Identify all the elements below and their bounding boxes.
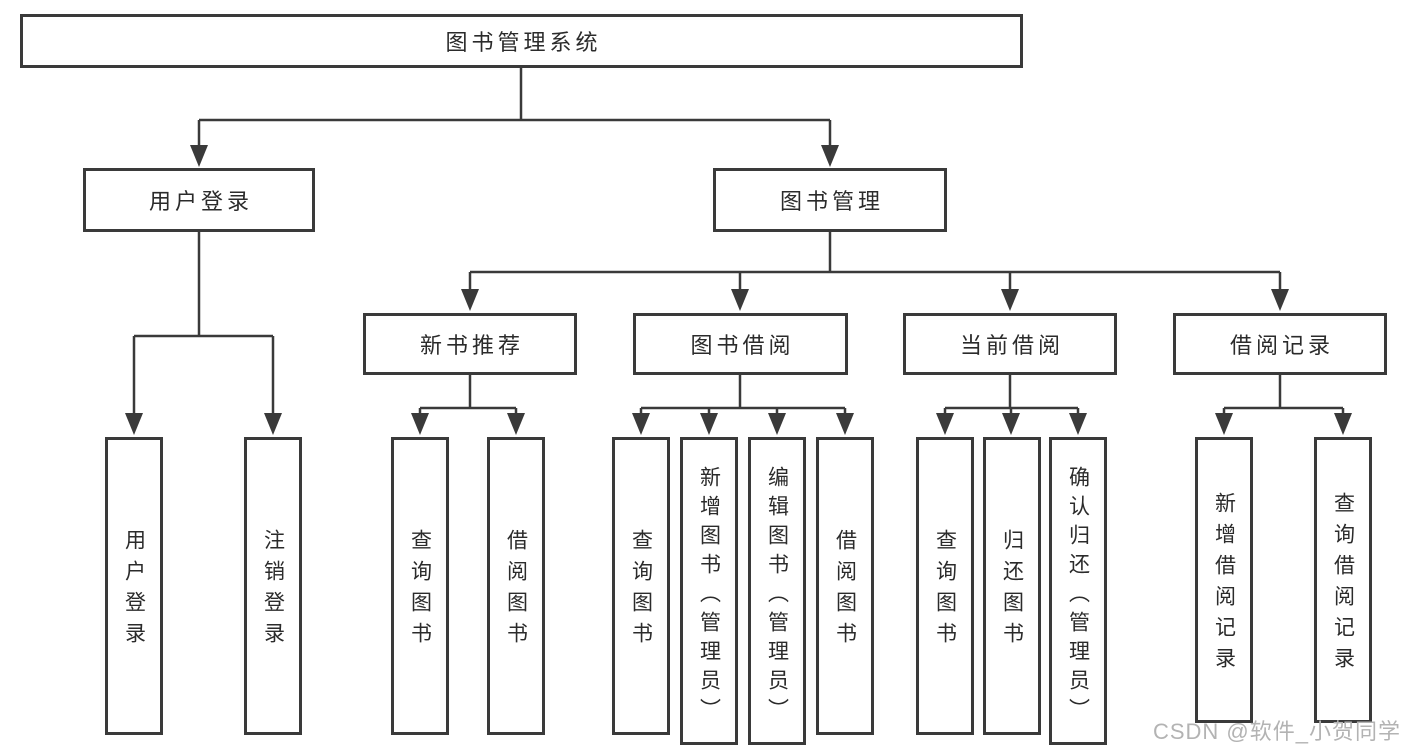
connectors-book-mgmt-branch <box>461 232 1289 311</box>
arrowhead-icon <box>936 413 954 435</box>
arrowhead-icon <box>461 289 479 311</box>
node-current-borrowing: 当前借阅 <box>903 313 1117 375</box>
connectors-new-book-rec-branch <box>411 375 525 435</box>
arrowhead-icon <box>731 289 749 311</box>
arrowhead-icon <box>1215 413 1233 435</box>
connectors-root-branch <box>190 68 839 167</box>
leaf-bb-edit-books-admin: 编辑图书（管理员） <box>748 437 806 745</box>
leaf-logout: 注销登录 <box>244 437 302 735</box>
arrowhead-icon <box>768 413 786 435</box>
leaf-bb-query-books: 查询图书 <box>612 437 670 735</box>
leaf-cb-confirm-return-admin: 确认归还（管理员） <box>1049 437 1107 745</box>
leaf-bb-add-books-admin: 新增图书（管理员） <box>680 437 738 745</box>
leaf-br-query-record: 查询借阅记录 <box>1314 437 1372 723</box>
node-borrowing-records: 借阅记录 <box>1173 313 1387 375</box>
arrowhead-icon <box>836 413 854 435</box>
arrowhead-icon <box>1271 289 1289 311</box>
node-root-system: 图书管理系统 <box>20 14 1023 68</box>
leaf-bb-borrow-books: 借阅图书 <box>816 437 874 735</box>
csdn-watermark: CSDN @软件_小贺同学 <box>1152 719 1401 744</box>
node-new-book-recommend: 新书推荐 <box>363 313 577 375</box>
leaf-br-add-record: 新增借阅记录 <box>1195 437 1253 723</box>
leaf-cb-return-books: 归还图书 <box>983 437 1041 735</box>
arrowhead-icon <box>1002 413 1020 435</box>
node-user-login: 用户登录 <box>83 168 315 232</box>
connectors-borrow-records-branch <box>1215 375 1352 435</box>
arrowhead-icon <box>190 145 208 167</box>
leaf-cb-query-books: 查询图书 <box>916 437 974 735</box>
arrowhead-icon <box>507 413 525 435</box>
arrowhead-icon <box>1001 289 1019 311</box>
connectors-current-borrow-branch <box>936 375 1087 435</box>
arrowhead-icon <box>700 413 718 435</box>
leaf-nbr-borrow-books: 借阅图书 <box>487 437 545 735</box>
arrowhead-icon <box>821 145 839 167</box>
leaf-user-login: 用户登录 <box>105 437 163 735</box>
arrowhead-icon <box>1069 413 1087 435</box>
connectors-book-borrow-branch <box>632 375 854 435</box>
node-book-management: 图书管理 <box>713 168 947 232</box>
connectors-user-login-branch <box>125 232 282 435</box>
node-book-borrowing: 图书借阅 <box>633 313 848 375</box>
arrowhead-icon <box>264 413 282 435</box>
arrowhead-icon <box>632 413 650 435</box>
leaf-nbr-query-books: 查询图书 <box>391 437 449 735</box>
arrowhead-icon <box>1334 413 1352 435</box>
arrowhead-icon <box>125 413 143 435</box>
arrowhead-icon <box>411 413 429 435</box>
